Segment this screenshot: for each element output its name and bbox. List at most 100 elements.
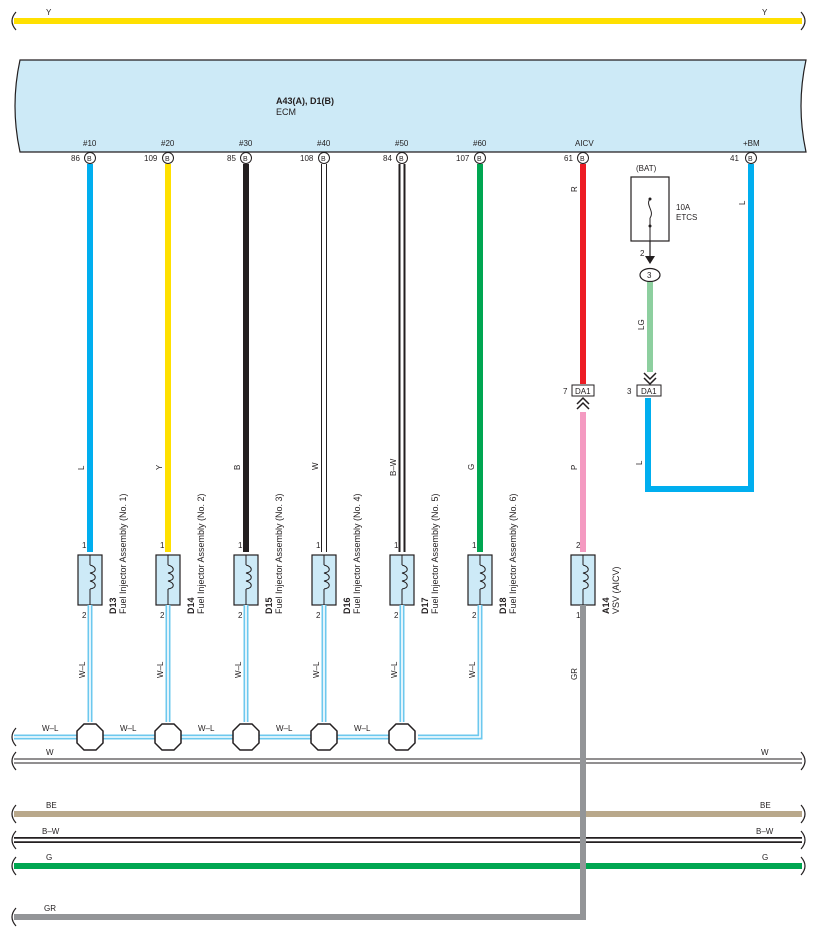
pin-conn: B — [399, 156, 404, 163]
wire-right-label: W — [761, 748, 769, 757]
fuse-etcs: (BAT) 10A ETCS 2 3 LG — [630, 164, 697, 386]
injector-code: D18 — [498, 597, 508, 614]
bottom-wire-w: W W — [11, 748, 806, 771]
injector-d15: 1 2 D15 Fuel Injector Assembly (No. 3) — [233, 493, 284, 620]
pin-label: #20 — [161, 139, 175, 148]
injector-name: Fuel Injector Assembly (No. 2) — [196, 493, 206, 614]
bottom-wire-gr: GR GR — [11, 605, 586, 927]
fuse-group: (BAT) — [636, 164, 657, 173]
bottom-wire-g: G G — [11, 853, 806, 876]
bus-label: W–L — [198, 724, 215, 733]
injector-d13: 1 2 D13 Fuel Injector Assembly (No. 1) — [77, 493, 128, 620]
wire-color-label: Y — [155, 464, 164, 470]
injector-pin1: 1 — [472, 541, 477, 550]
ecm-pin-20: #20 109 B Y — [144, 139, 175, 552]
bus-label: W–L — [42, 724, 59, 733]
ecm-connector-title: A43(A), D1(B) — [276, 96, 334, 106]
injector-name: Fuel Injector Assembly (No. 4) — [352, 493, 362, 614]
injector-name: Fuel Injector Assembly (No. 1) — [118, 493, 128, 614]
bus-label: W–L — [276, 724, 293, 733]
pin-conn: B — [165, 156, 170, 163]
injector-code: D14 — [186, 597, 196, 614]
injector-pin1: 1 — [160, 541, 165, 550]
ecm-box: A43(A), D1(B) ECM — [14, 59, 807, 153]
ground-wire-label: W–L — [468, 661, 477, 678]
pin-conn: B — [243, 156, 248, 163]
fuse-junction: 3 — [647, 271, 652, 280]
vsv-code: A14 — [601, 597, 611, 614]
ecm-pin-10: #10 86 B L — [71, 139, 97, 552]
pin-conn: B — [87, 156, 92, 163]
pin-number: 61 — [564, 154, 573, 163]
pin-label: #30 — [239, 139, 253, 148]
wire-color-label: G — [467, 464, 476, 470]
vsv-pin-bottom: 1 — [576, 611, 581, 620]
ecm-pin-bm: +BM 41 B L L — [635, 139, 760, 492]
injector-code: D17 — [420, 597, 430, 614]
injector-ground-wires: W–L W–L W–L W–L W–L W–L — [78, 605, 483, 740]
pin-conn: B — [477, 156, 482, 163]
connector-da1-right: DA1 3 — [627, 384, 662, 397]
wire-right-label: B–W — [756, 827, 774, 836]
ecm-pin-50: #50 84 B B–W — [383, 139, 409, 552]
vsv-aicv: 2 1 A14 VSV (AICV) — [570, 541, 621, 620]
wire-left-label: GR — [44, 904, 56, 913]
pin-label: +BM — [743, 139, 760, 148]
fuse-rating: 10A — [676, 203, 691, 212]
bottom-wire-bw: B–W B–W — [11, 827, 806, 850]
wire-left-label: B–W — [42, 827, 60, 836]
pin-label: #10 — [83, 139, 97, 148]
wire-color-label: GR — [570, 668, 579, 680]
injector-d16: 1 2 D16 Fuel Injector Assembly (No. 4) — [311, 493, 362, 620]
ground-wire-label: W–L — [156, 661, 165, 678]
wire-color-label: L — [77, 465, 86, 470]
injector-d17: 1 2 D17 Fuel Injector Assembly (No. 5) — [389, 493, 440, 620]
injector-code: D13 — [108, 597, 118, 614]
pin-number: 109 — [144, 154, 158, 163]
fuse-pin: 2 — [640, 249, 645, 258]
ecm-pin-30: #30 85 B B — [227, 139, 253, 552]
injector-code: D16 — [342, 597, 352, 614]
pin-conn: B — [580, 156, 585, 163]
pin-conn: B — [321, 156, 326, 163]
top-wire-left-label: Y — [46, 8, 52, 17]
wire-right-label: G — [762, 853, 768, 862]
splice-2 — [154, 723, 182, 751]
bottom-wire-be: BE BE — [11, 801, 806, 824]
injector-d14: 1 2 D14 Fuel Injector Assembly (No. 2) — [155, 493, 206, 620]
injector-name: Fuel Injector Assembly (No. 6) — [508, 493, 518, 614]
top-yellow-wire: Y Y — [11, 8, 806, 31]
injector-pin2: 2 — [82, 611, 87, 620]
wire-left-label: G — [46, 853, 52, 862]
pin-label: #40 — [317, 139, 331, 148]
wire-color-label: B — [233, 465, 242, 470]
injector-pin1: 1 — [394, 541, 399, 550]
injector-pin2: 2 — [160, 611, 165, 620]
pin-label: #60 — [473, 139, 487, 148]
wire-color-label-lower: P — [570, 465, 579, 470]
injector-name: Fuel Injector Assembly (No. 5) — [430, 493, 440, 614]
wl-bus: W–L W–L W–L W–L W–L — [11, 724, 402, 747]
splice-points — [76, 723, 416, 751]
wire-left-label: W — [46, 748, 54, 757]
wire-color-label: B–W — [389, 458, 398, 476]
pin-conn: B — [748, 156, 753, 163]
splice-5 — [388, 723, 416, 751]
vsv-pin-top: 2 — [576, 541, 581, 550]
connector-da1-left: DA1 7 — [563, 384, 595, 410]
ground-wire-label: W–L — [312, 661, 321, 678]
injector-code: D15 — [264, 597, 274, 614]
wire-color-label: LG — [637, 319, 646, 330]
connector-label: DA1 — [641, 387, 657, 396]
injector-pin2: 2 — [472, 611, 477, 620]
pin-number: 108 — [300, 154, 314, 163]
vsv-name: VSV (AICV) — [611, 566, 621, 614]
ecm-pin-aicv: AICV 61 B R P — [564, 139, 594, 552]
top-wire-right-label: Y — [762, 8, 768, 17]
pin-number: 107 — [456, 154, 470, 163]
injector-pin2: 2 — [316, 611, 321, 620]
injector-name: Fuel Injector Assembly (No. 3) — [274, 493, 284, 614]
pin-number: 86 — [71, 154, 80, 163]
splice-3 — [232, 723, 260, 751]
